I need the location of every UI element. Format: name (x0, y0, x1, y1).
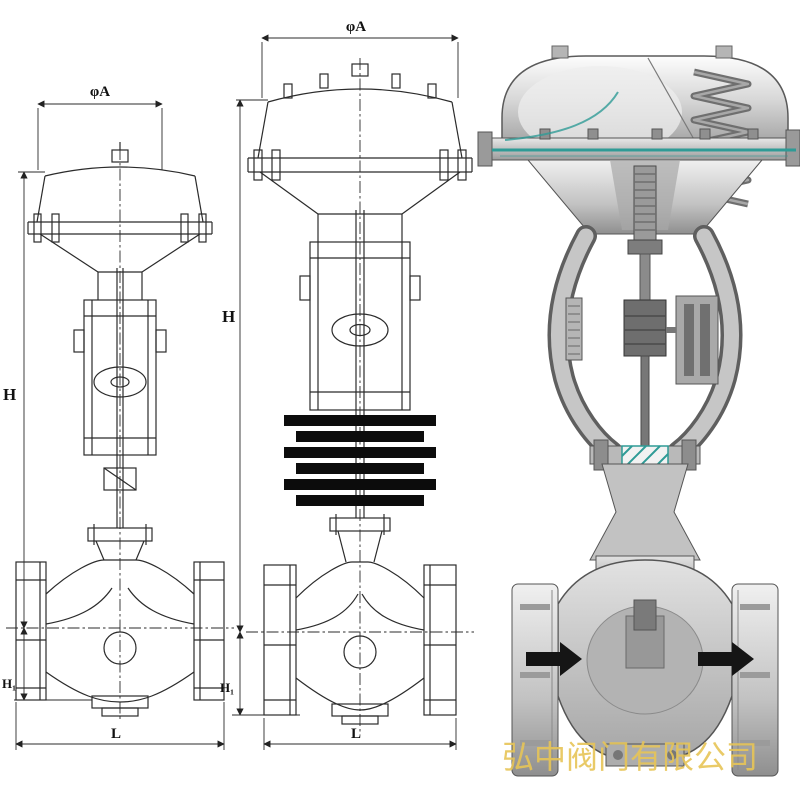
center-valve-drawing: φA (220, 19, 474, 750)
left-dim-L-label: L (111, 726, 121, 742)
left-actuator-bolt (180, 213, 189, 243)
dome-top-bolt (551, 45, 569, 59)
center-dim-L-label: L (351, 726, 361, 742)
center-valve-seat (343, 635, 377, 669)
left-yoke (73, 268, 167, 528)
positioner-bracket (675, 295, 719, 385)
left-actuator-bolt (198, 213, 207, 243)
center-actuator-bolt (457, 149, 467, 181)
center-pipe-flange (263, 564, 297, 716)
center-stem-connector (331, 313, 389, 347)
center-dim-height1: H₁ (220, 631, 300, 716)
center-dim-phiA-label: φA (346, 19, 366, 35)
right-valve-rendering: 弘中阀门有限公司 (477, 45, 800, 777)
flow-arrow-left-icon (526, 642, 582, 676)
center-pipe-flange (423, 564, 457, 716)
center-actuator-bolt (439, 149, 449, 181)
left-dim-H-label: H (3, 385, 16, 404)
left-actuator-bolt (33, 213, 42, 243)
left-stem-clamp (103, 467, 137, 491)
inlet-flange (511, 583, 559, 777)
left-actuator-bolt (51, 213, 60, 243)
left-valve-seat (103, 631, 137, 665)
watermark-text: 弘中阀门有限公司 (502, 739, 758, 775)
center-actuator-bolt (253, 149, 263, 181)
flange-bolt-right (785, 129, 800, 167)
bottom-flange (605, 743, 685, 767)
dome-top-bolt (715, 45, 733, 59)
left-actuator (27, 142, 213, 273)
travel-scale-plate (565, 297, 583, 361)
left-dim-diameter: φA (37, 84, 163, 170)
center-dim-diameter: φA (261, 19, 459, 98)
yoke-arms (547, 225, 743, 463)
left-dim-height1: H₁ (2, 627, 92, 701)
left-dim-length: L (15, 702, 225, 750)
left-pipe-flange (15, 561, 47, 701)
flow-arrow-right-icon (698, 642, 754, 676)
left-dim-height: H (3, 171, 45, 629)
center-dim-height: H (222, 99, 268, 633)
center-actuator (247, 63, 473, 215)
center-actuator-bolt (271, 149, 281, 181)
center-dim-H1-label: H₁ (220, 680, 234, 695)
outlet-flange (731, 583, 779, 777)
left-valve-drawing: φA (2, 84, 234, 750)
flange-bolt-left (477, 131, 493, 167)
center-dim-length: L (263, 718, 457, 750)
left-dim-H1-label: H₁ (2, 676, 16, 691)
center-dim-H-label: H (222, 307, 235, 326)
valve-body (511, 555, 779, 777)
stem-coupling (623, 299, 667, 357)
left-pipe-flange (193, 561, 225, 701)
left-dim-phiA-label: φA (90, 84, 110, 100)
actuator-stem (623, 165, 667, 449)
valve-plug (633, 599, 657, 631)
center-radiator-fins (284, 415, 436, 506)
left-stem-connector (93, 366, 147, 398)
bonnet-body (589, 463, 701, 561)
